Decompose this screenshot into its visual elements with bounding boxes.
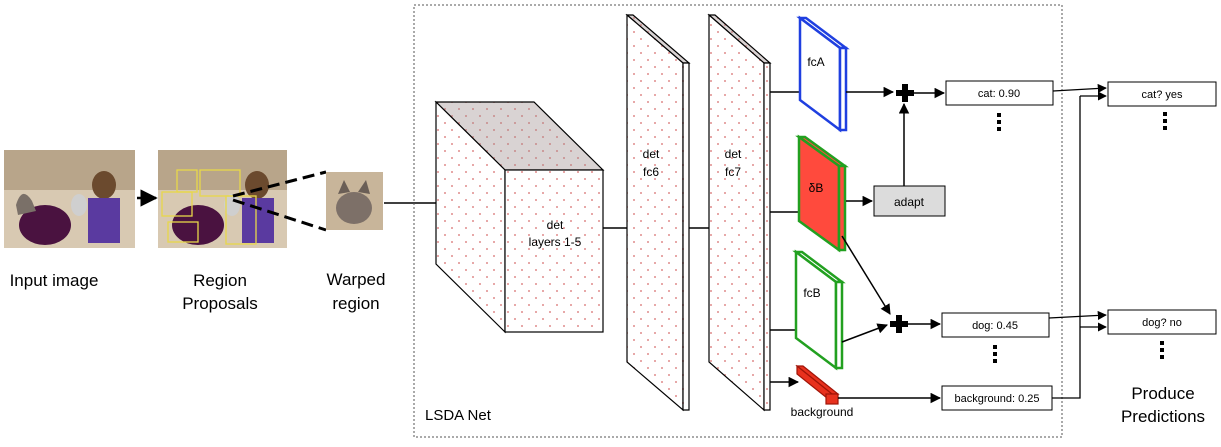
fcA-block: [796, 15, 850, 133]
lsda-net-frame: [413, 4, 1063, 438]
adapt-label: adapt: [894, 195, 925, 209]
region-proposals-label-1: Region: [193, 271, 247, 290]
cat-prediction: cat? yes: [1142, 89, 1183, 101]
link-dog-score-to-dog-pred: [1048, 310, 1107, 320]
dog-score: dog: 0.45: [972, 320, 1018, 332]
fcB-block: [792, 249, 846, 371]
warp-dash-top: [232, 170, 327, 198]
det-fc6-label-1: det: [643, 147, 660, 161]
warp-dash-bottom: [232, 198, 327, 232]
adapt-box: [873, 185, 946, 217]
dog-prediction-ellipsis: [1160, 341, 1164, 359]
background-block: [795, 364, 840, 405]
input-image-label: Input image: [10, 271, 99, 290]
link-cat-score-to-cat-pred: [1052, 83, 1107, 94]
dog-prediction: dog? no: [1142, 317, 1182, 329]
deltaB-block: [795, 134, 849, 253]
cat-score-box: [945, 80, 1054, 106]
produce-predictions-label-1: Produce: [1131, 384, 1194, 403]
fcA-label: fcA: [807, 55, 824, 69]
produce-predictions-label-2: Predictions: [1121, 407, 1205, 426]
cat-score-ellipsis: [997, 113, 1001, 131]
region-proposals-image: [158, 150, 287, 248]
det-fc7-label-2: fc7: [725, 165, 741, 179]
plus-icon-top: [896, 84, 914, 102]
dog-prediction-box: [1107, 309, 1217, 335]
dog-score-box: [941, 312, 1050, 338]
arrow-fcB-to-plus2: [841, 323, 888, 343]
det-layers-label-2: layers 1-5: [529, 235, 582, 249]
cat-prediction-ellipsis: [1163, 112, 1167, 130]
background-score-box: [941, 385, 1053, 411]
det-fc7-label-1: det: [725, 147, 742, 161]
cat-score: cat: 0.90: [978, 88, 1020, 100]
det-fc7-block: [707, 13, 772, 412]
det-layers-label-1: det: [547, 218, 564, 232]
deltaB-label: δB: [809, 181, 824, 195]
det-layers-block: [434, 100, 605, 334]
warped-region-label-2: region: [332, 294, 379, 313]
plus-icon-bottom: [890, 315, 908, 333]
arrow-deltaB-to-plus2: [841, 235, 891, 315]
warped-region-image: [326, 172, 383, 230]
background-label: background: [791, 405, 854, 419]
link-bg-score-to-preds: [1052, 96, 1081, 399]
cat-prediction-box: [1107, 81, 1217, 107]
warped-region-label-1: Warped: [327, 270, 386, 289]
region-proposals-label-2: Proposals: [182, 294, 258, 313]
det-fc6-block: [625, 13, 691, 412]
fcB-label: fcB: [803, 286, 820, 300]
det-fc6-label-2: fc6: [643, 165, 659, 179]
lsda-net-label: LSDA Net: [425, 407, 492, 424]
dog-score-ellipsis: [993, 345, 997, 363]
input-image: [4, 150, 135, 248]
background-score: background: 0.25: [954, 393, 1039, 405]
